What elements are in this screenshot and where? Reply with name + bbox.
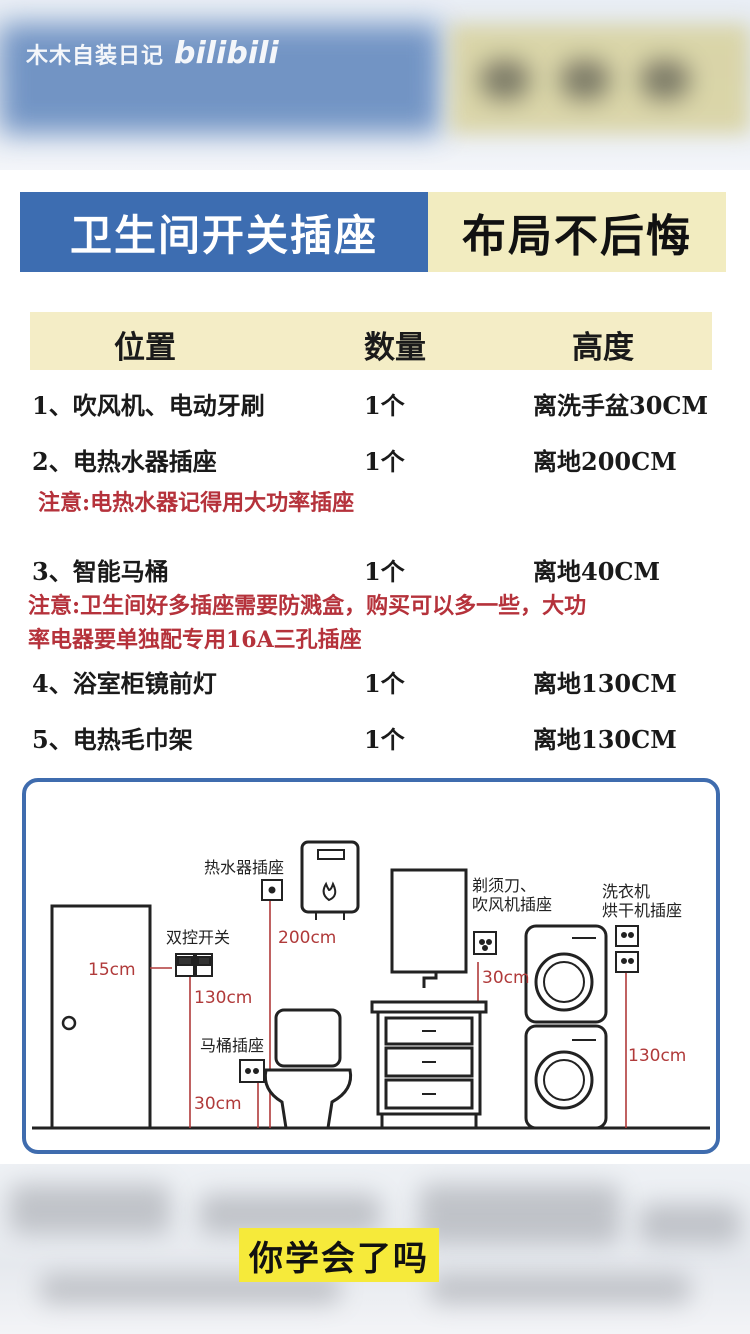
measure-washer: 130cm — [628, 1046, 687, 1066]
row-qty: 1个 — [364, 391, 405, 420]
header-position: 位置 — [114, 330, 176, 366]
table-row: 5、电热毛巾架 1个 离地130CM — [0, 716, 750, 756]
washer-socket-drawing — [615, 925, 639, 973]
blurred-header-background — [0, 0, 750, 170]
vanity-drawing — [370, 972, 488, 1128]
row-name: 5、电热毛巾架 — [32, 725, 193, 754]
measure-heater: 200cm — [278, 928, 337, 948]
row-qty: 1个 — [364, 669, 405, 698]
label-heater-socket: 热水器插座 — [204, 858, 285, 877]
note-splashproof-line2: 率电器要单独配专用16A三孔插座 — [28, 627, 362, 653]
mirror-drawing — [390, 868, 468, 974]
row-name: 1、吹风机、电动牙刷 — [32, 391, 265, 420]
row-height: 离洗手盆30CM — [533, 391, 709, 420]
title-left: 卫生间开关插座 — [20, 192, 428, 272]
page-title: 卫生间开关插座 布局不后悔 — [20, 192, 726, 272]
row-qty: 1个 — [364, 447, 405, 476]
bathroom-layout-diagram: 热水器插座 双控开关 马桶插座 剃须刀、 吹风机插座 洗衣机 烘干机插座 15c… — [22, 778, 720, 1154]
washer-dryer-drawing — [524, 924, 608, 1130]
channel-watermark: 木木自装日记 bilibili — [26, 36, 279, 71]
row-qty: 1个 — [364, 725, 405, 754]
water-heater-drawing — [300, 840, 360, 920]
bilibili-logo: bilibili — [174, 36, 279, 71]
dual-switch-drawing — [175, 953, 213, 977]
blurred-footer-background — [0, 1164, 750, 1334]
measure-basin: 30cm — [482, 968, 530, 988]
toilet-drawing — [263, 1008, 353, 1130]
label-washer-line1: 洗衣机 — [602, 882, 651, 901]
note-heater: 注意:电热水器记得用大功率插座 — [38, 490, 355, 516]
row-name: 3、智能马桶 — [32, 557, 169, 586]
row-height: 离地40CM — [533, 557, 661, 586]
table-row: 2、电热水器插座 1个 离地200CM — [0, 438, 750, 478]
measure-toilet: 30cm — [194, 1094, 242, 1114]
note-splashproof-line1: 注意:卫生间好多插座需要防溅盒，购买可以多一些，大功 — [28, 593, 587, 619]
basin-socket-drawing — [473, 931, 497, 955]
label-dual-switch: 双控开关 — [166, 928, 231, 947]
table-header: 位置 数量 高度 — [30, 312, 712, 370]
header-height: 高度 — [572, 330, 634, 366]
label-shaver-line2: 吹风机插座 — [472, 895, 553, 914]
label-toilet-socket: 马桶插座 — [200, 1036, 265, 1055]
header-quantity: 数量 — [364, 330, 426, 366]
title-right: 布局不后悔 — [428, 192, 726, 272]
row-name: 2、电热水器插座 — [32, 447, 217, 476]
toilet-socket-drawing — [239, 1059, 265, 1083]
channel-name: 木木自装日记 — [26, 43, 165, 69]
diagram-illustration — [32, 840, 710, 1130]
table-row: 3、智能马桶 1个 离地40CM — [0, 548, 750, 588]
heater-socket-drawing — [261, 879, 283, 901]
door-drawing — [50, 904, 152, 1130]
label-washer-line2: 烘干机插座 — [602, 901, 683, 920]
measure-switch: 130cm — [194, 988, 253, 1008]
row-qty: 1个 — [364, 557, 405, 586]
measure-door-switch: 15cm — [88, 960, 136, 980]
table-row: 4、浴室柜镜前灯 1个 离地130CM — [0, 660, 750, 700]
row-height: 离地130CM — [533, 669, 677, 698]
row-height: 离地130CM — [533, 725, 677, 754]
label-shaver-line1: 剃须刀、 — [472, 876, 537, 895]
table-row: 1、吹风机、电动牙刷 1个 离洗手盆30CM — [0, 382, 750, 422]
row-height: 离地200CM — [533, 447, 677, 476]
row-name: 4、浴室柜镜前灯 — [32, 669, 217, 698]
subtitle-caption: 你学会了吗 — [239, 1228, 439, 1282]
